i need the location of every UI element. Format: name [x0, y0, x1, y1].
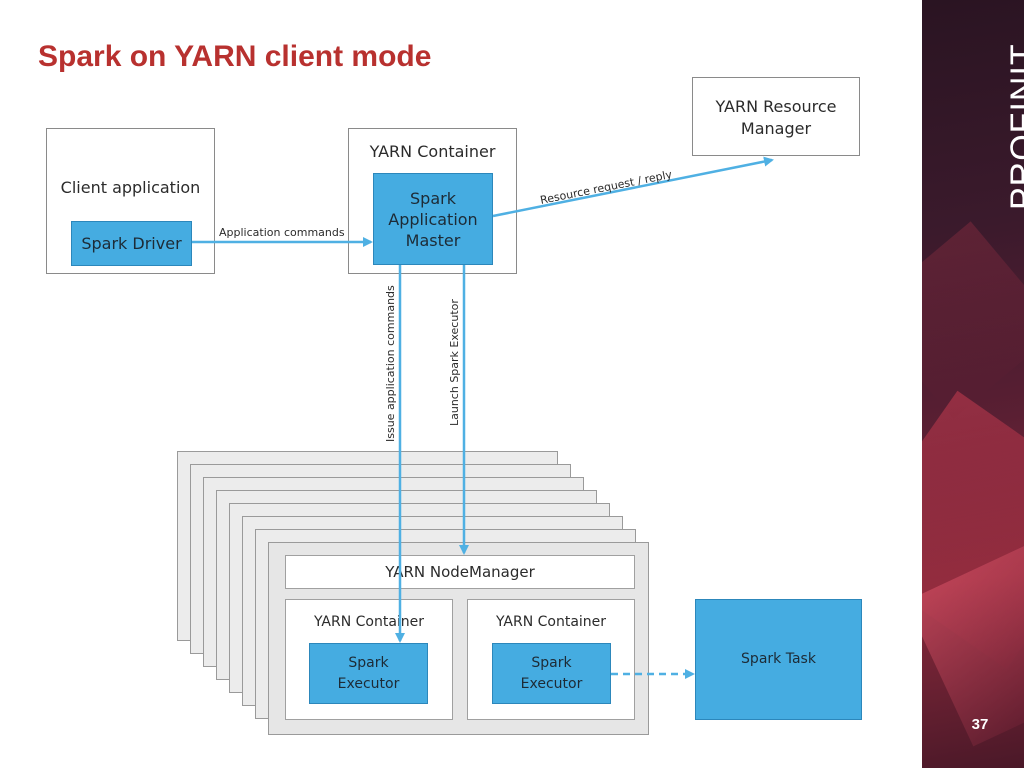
issue-application-commands-label: Issue application commands [384, 285, 397, 442]
page-number: 37 [971, 716, 989, 733]
spark-driver-node: Spark Driver [71, 221, 192, 266]
yarn-resource-manager-label: YARN Resource Manager [715, 97, 837, 138]
client-application-label: Client application [60, 178, 201, 197]
yarn-container-right-label: YARN Container [495, 614, 607, 630]
spark-application-master-node: Spark Application Master [373, 173, 493, 265]
brand-sidebar [922, 0, 1024, 768]
yarn-container-left-label: YARN Container [313, 614, 425, 630]
slide-title: Spark on YARN client mode [38, 40, 432, 73]
spark-task-node: Spark Task [695, 599, 862, 720]
spark-executor-right-node: Spark Executor [492, 643, 611, 704]
launch-spark-executor-label: Launch Spark Executor [448, 299, 461, 426]
yarn-resource-manager-box [692, 77, 860, 156]
resource-request-arrow [492, 156, 774, 218]
spark-executor-left-node: Spark Executor [309, 643, 428, 704]
yarn-container-label: YARN Container [369, 142, 496, 161]
resource-request-label: Resource request / reply [539, 168, 673, 207]
yarn-nodemanager-label: YARN NodeManager [285, 555, 635, 589]
application-commands-label: Application commands [219, 226, 345, 239]
